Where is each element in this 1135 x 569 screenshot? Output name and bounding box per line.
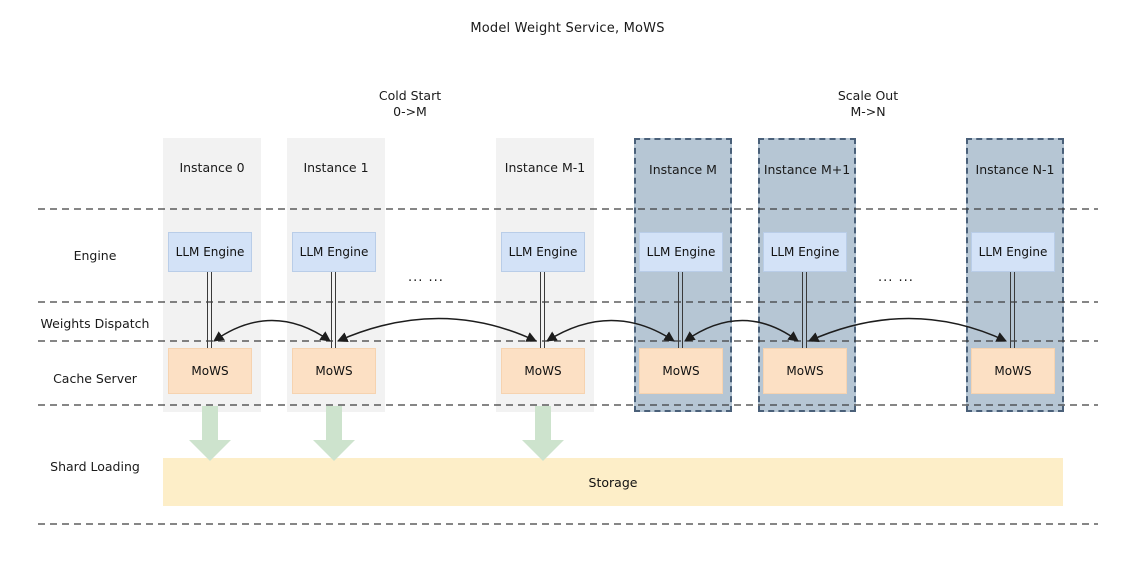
- shard-arrow-1: [313, 406, 355, 461]
- row-label-weights-dispatch: Weights Dispatch: [40, 316, 150, 331]
- llm-engine-label-1: LLM Engine: [299, 245, 369, 259]
- llm-engine-label-m-plus-1: LLM Engine: [770, 245, 840, 259]
- engine-cache-connector-n-1: [1010, 272, 1015, 348]
- row-label-engine: Engine: [73, 248, 117, 263]
- llm-engine-box-instance-m-plus-1[interactable]: LLM Engine: [763, 232, 847, 272]
- storage-bar[interactable]: Storage: [163, 458, 1063, 506]
- instance-label-m-1: Instance M-1: [504, 160, 586, 175]
- phase-caption-cold-start: Cold Start 0->M: [310, 88, 510, 120]
- instance-label-n-1: Instance N-1: [975, 162, 1055, 177]
- engine-cache-connector-m-plus-1: [802, 272, 807, 348]
- mows-box-instance-m-plus-1[interactable]: MoWS: [763, 348, 847, 394]
- instance-label-m-plus-1: Instance M+1: [763, 162, 851, 177]
- page-title: Model Weight Service, MoWS: [470, 21, 665, 36]
- engine-cache-connector-m: [678, 272, 683, 348]
- phase-scale-line2: M->N: [850, 104, 886, 119]
- phase-cold-line2: 0->M: [393, 104, 427, 119]
- llm-engine-label-n-1: LLM Engine: [978, 245, 1048, 259]
- llm-engine-label-0: LLM Engine: [175, 245, 245, 259]
- row-label-shard-loading: Shard Loading: [50, 459, 140, 474]
- ellipsis-left: ... ...: [408, 270, 444, 285]
- shard-loading-arrows: [189, 406, 564, 461]
- engine-cache-connector-0: [207, 272, 212, 348]
- mows-box-instance-m[interactable]: MoWS: [639, 348, 723, 394]
- llm-engine-label-m-1: LLM Engine: [508, 245, 578, 259]
- instance-label-1: Instance 1: [303, 160, 369, 175]
- llm-engine-box-instance-1[interactable]: LLM Engine: [292, 232, 376, 272]
- engine-cache-connector-1: [331, 272, 336, 348]
- mows-box-instance-n-1[interactable]: MoWS: [971, 348, 1055, 394]
- shard-arrow-0: [189, 406, 231, 461]
- row-label-cache-server: Cache Server: [53, 371, 137, 386]
- mows-box-instance-1[interactable]: MoWS: [292, 348, 376, 394]
- llm-engine-box-instance-n-1[interactable]: LLM Engine: [971, 232, 1055, 272]
- mows-label-0: MoWS: [191, 364, 229, 378]
- mows-box-instance-m-1[interactable]: MoWS: [501, 348, 585, 394]
- storage-label: Storage: [588, 474, 638, 490]
- llm-engine-label-m: LLM Engine: [646, 245, 716, 259]
- mows-label-n-1: MoWS: [994, 364, 1032, 378]
- engine-cache-connector-m-1: [540, 272, 545, 348]
- llm-engine-box-instance-0[interactable]: LLM Engine: [168, 232, 252, 272]
- mows-label-m-1: MoWS: [524, 364, 562, 378]
- mows-label-m: MoWS: [662, 364, 700, 378]
- llm-engine-box-instance-m-1[interactable]: LLM Engine: [501, 232, 585, 272]
- llm-engine-box-instance-m[interactable]: LLM Engine: [639, 232, 723, 272]
- phase-scale-line1: Scale Out: [837, 88, 899, 103]
- mows-label-1: MoWS: [315, 364, 353, 378]
- phase-cold-line1: Cold Start: [378, 88, 442, 103]
- phase-caption-scale-out: Scale Out M->N: [768, 88, 968, 120]
- mows-box-instance-0[interactable]: MoWS: [168, 348, 252, 394]
- instance-label-m: Instance M: [649, 162, 717, 177]
- instance-label-0: Instance 0: [179, 160, 245, 175]
- mows-label-m-plus-1: MoWS: [786, 364, 824, 378]
- ellipsis-right: ... ...: [878, 270, 914, 285]
- shard-arrow-m-1: [522, 406, 564, 461]
